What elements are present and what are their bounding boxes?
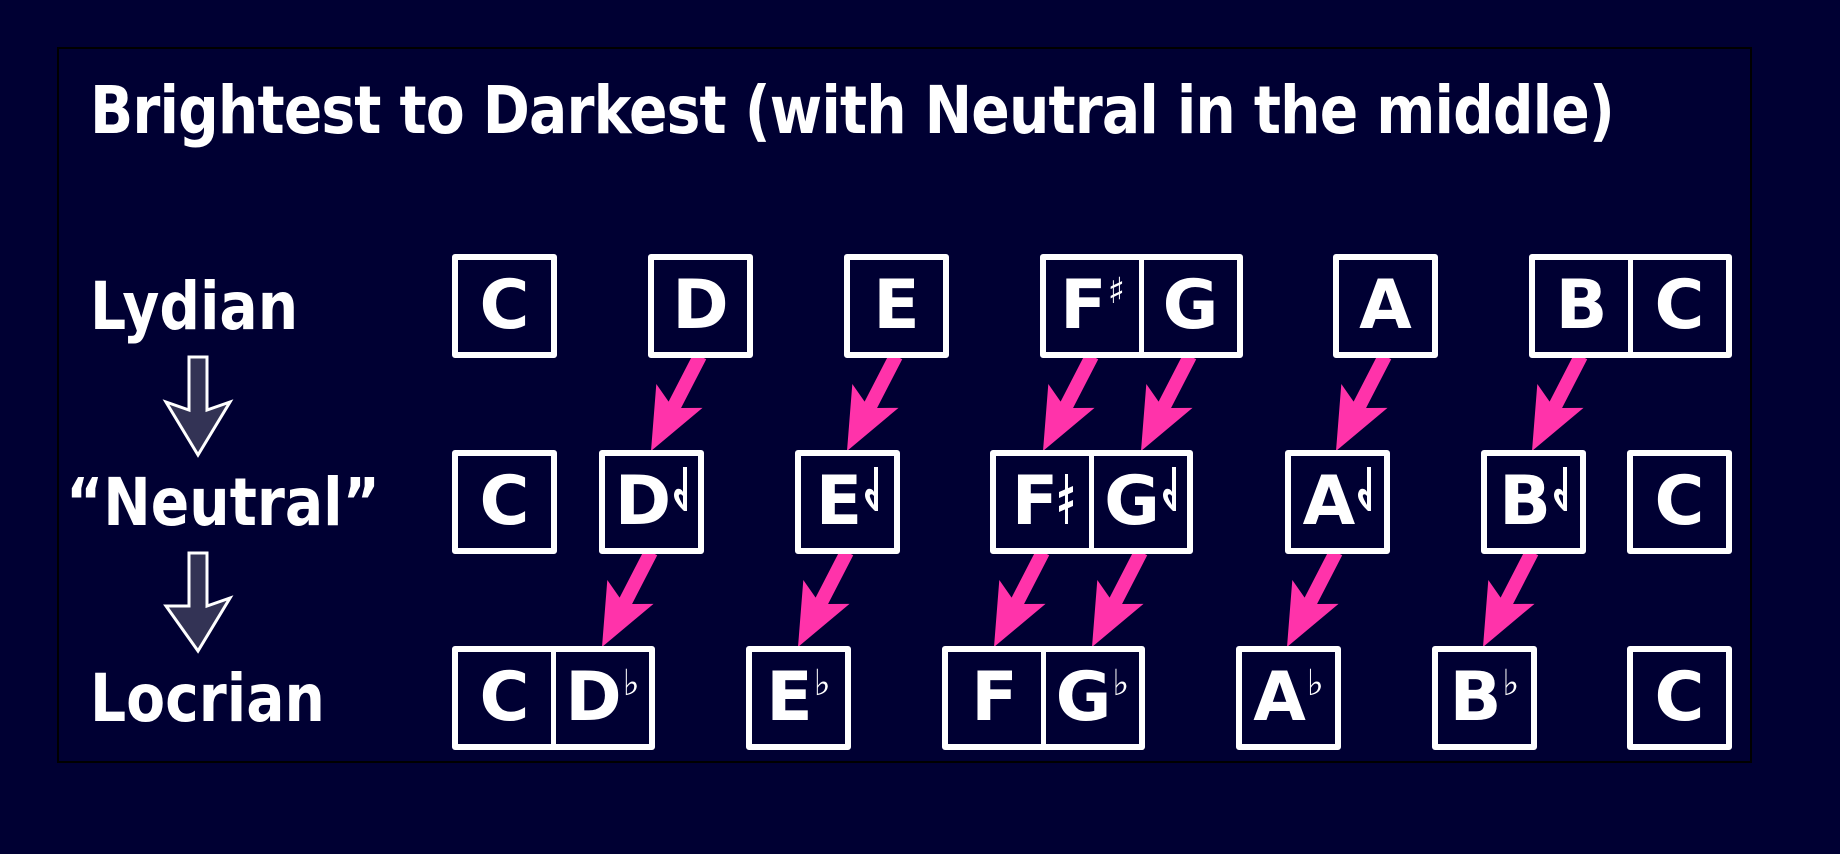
quarter-flat-icon bbox=[1552, 466, 1568, 518]
pink-down-left-arrow-icon bbox=[1141, 352, 1197, 451]
note-box: C bbox=[452, 254, 557, 358]
note-name: A bbox=[1302, 462, 1356, 541]
note-box: B♭ bbox=[1432, 646, 1537, 750]
pink-down-left-arrow-icon bbox=[1092, 548, 1148, 647]
note-box: B bbox=[1481, 450, 1586, 554]
note-cell: F bbox=[996, 456, 1089, 548]
diagram-frame bbox=[57, 47, 1752, 763]
pink-down-left-arrow-icon bbox=[1532, 352, 1588, 451]
mode-down-arrow-icon bbox=[162, 355, 234, 654]
note-cell: B bbox=[1535, 260, 1628, 352]
note-cell: B♭ bbox=[1438, 652, 1531, 744]
note-cell: A bbox=[1339, 260, 1432, 352]
mode-label-neutral: “Neutral” bbox=[66, 464, 380, 541]
note-name: F bbox=[1060, 266, 1107, 345]
note-cell: A bbox=[1291, 456, 1384, 548]
pink-down-left-arrow-icon bbox=[602, 548, 658, 647]
quarter-sharp-icon bbox=[1059, 473, 1074, 531]
note-name: C bbox=[1654, 658, 1705, 737]
note-box: A♭ bbox=[1236, 646, 1341, 750]
note-cell: G♭ bbox=[1041, 652, 1139, 744]
note-name: G bbox=[1055, 658, 1112, 737]
note-box: F♯ G bbox=[1040, 254, 1243, 358]
note-name: E bbox=[815, 462, 863, 541]
mode-label-locrian: Locrian bbox=[90, 660, 325, 737]
note-cell: F♯ bbox=[1046, 260, 1139, 352]
note-cell: D♭ bbox=[551, 652, 649, 744]
note-box: C bbox=[1627, 646, 1732, 750]
pink-down-left-arrow-icon bbox=[1336, 352, 1392, 451]
note-cell: C bbox=[1633, 456, 1726, 548]
flat-icon: ♭ bbox=[1112, 663, 1130, 704]
note-name: C bbox=[1654, 266, 1705, 345]
note-cell: B bbox=[1487, 456, 1580, 548]
note-name: D bbox=[672, 266, 729, 345]
note-cell: F bbox=[948, 652, 1041, 744]
note-cell: E bbox=[850, 260, 943, 352]
note-name: B bbox=[1499, 462, 1551, 541]
note-box: E bbox=[844, 254, 949, 358]
note-box: A bbox=[1285, 450, 1390, 554]
pink-down-left-arrow-icon bbox=[994, 548, 1050, 647]
note-cell: A♭ bbox=[1242, 652, 1335, 744]
note-cell: C bbox=[458, 456, 551, 548]
note-box: C bbox=[452, 450, 557, 554]
note-box: E bbox=[795, 450, 900, 554]
note-name: B bbox=[1449, 658, 1502, 737]
diagram-title: Brightest to Darkest (with Neutral in th… bbox=[90, 72, 1615, 149]
flat-icon: ♭ bbox=[1306, 663, 1324, 704]
note-name: F bbox=[1011, 462, 1059, 541]
flat-icon: ♭ bbox=[1502, 663, 1520, 704]
note-name: F bbox=[971, 658, 1018, 737]
note-name: D bbox=[565, 658, 622, 737]
note-name: D bbox=[614, 462, 672, 541]
note-cell: E♭ bbox=[752, 652, 845, 744]
note-box: D bbox=[648, 254, 753, 358]
note-name: G bbox=[1104, 462, 1160, 541]
pink-down-left-arrow-icon bbox=[847, 352, 903, 451]
quarter-flat-icon bbox=[863, 466, 879, 518]
note-name: C bbox=[479, 266, 530, 345]
mode-label-lydian: Lydian bbox=[90, 268, 299, 345]
note-name: A bbox=[1359, 266, 1412, 345]
pink-down-left-arrow-icon bbox=[1483, 548, 1539, 647]
note-name: E bbox=[766, 658, 813, 737]
pink-down-left-arrow-icon bbox=[1287, 548, 1343, 647]
note-cell: G bbox=[1089, 456, 1187, 548]
transition-arrows bbox=[602, 352, 1588, 647]
note-cell: D bbox=[605, 456, 698, 548]
pink-down-left-arrow-icon bbox=[1043, 352, 1099, 451]
note-name: C bbox=[479, 658, 530, 737]
note-cell: D bbox=[654, 260, 747, 352]
note-box: A bbox=[1333, 254, 1438, 358]
note-name: E bbox=[873, 266, 920, 345]
note-name: A bbox=[1253, 658, 1306, 737]
note-name: G bbox=[1162, 266, 1219, 345]
note-name: C bbox=[1654, 462, 1705, 541]
quarter-flat-icon bbox=[1161, 466, 1177, 518]
sharp-icon: ♯ bbox=[1107, 271, 1125, 312]
note-cell: C bbox=[1628, 260, 1726, 352]
note-name: B bbox=[1555, 266, 1608, 345]
pink-down-left-arrow-icon bbox=[651, 352, 707, 451]
note-cell: C bbox=[458, 652, 551, 744]
quarter-flat-icon bbox=[1356, 466, 1372, 518]
note-cell: G bbox=[1139, 260, 1237, 352]
note-name: C bbox=[479, 462, 530, 541]
note-box: E♭ bbox=[746, 646, 851, 750]
note-cell: E bbox=[801, 456, 894, 548]
note-box: D bbox=[599, 450, 704, 554]
note-cell: C bbox=[1633, 652, 1726, 744]
flat-icon: ♭ bbox=[622, 663, 640, 704]
quarter-flat-icon bbox=[672, 466, 688, 518]
note-box: C bbox=[1627, 450, 1732, 554]
note-cell: C bbox=[458, 260, 551, 352]
pink-down-left-arrow-icon bbox=[798, 548, 854, 647]
flat-icon: ♭ bbox=[813, 663, 831, 704]
